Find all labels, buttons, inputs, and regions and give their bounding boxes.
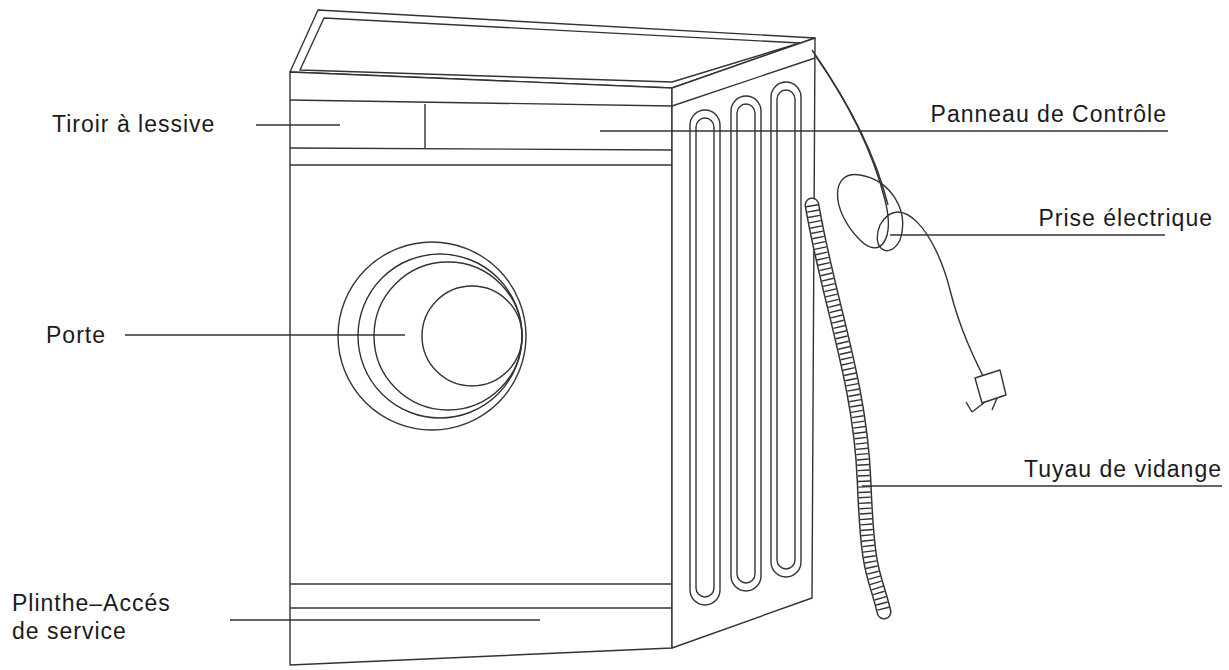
part-label: Prise électrique: [1038, 204, 1213, 232]
part-label: Tiroir à lessive: [52, 110, 215, 138]
part-label: Porte: [46, 321, 106, 349]
leader-line: [256, 124, 340, 126]
leader-line: [600, 130, 1168, 132]
leader-line: [230, 619, 540, 621]
leader-line: [125, 334, 405, 336]
part-label: Plinthe–Accés de service: [12, 589, 190, 645]
part-label: Tuyau de vidange: [1024, 455, 1222, 483]
part-label: Panneau de Contrôle: [931, 100, 1167, 128]
leader-line: [862, 485, 1222, 487]
leader-line: [890, 234, 1165, 236]
